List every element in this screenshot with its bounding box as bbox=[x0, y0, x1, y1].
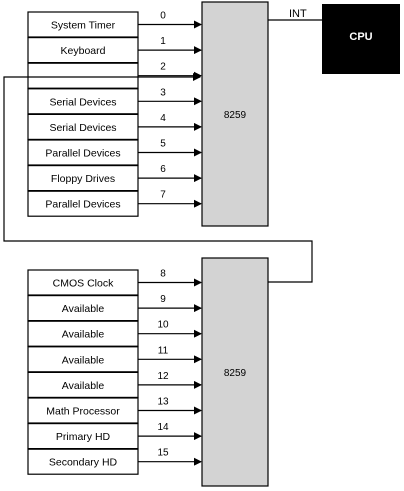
irq-number: 7 bbox=[160, 190, 166, 201]
device-box bbox=[27, 113, 139, 141]
device-box bbox=[27, 88, 139, 115]
irq-number: 10 bbox=[157, 320, 169, 331]
irq-number: 8 bbox=[160, 269, 166, 280]
device-label: Math Processor bbox=[46, 406, 120, 418]
device-box bbox=[27, 139, 139, 166]
device-label: Available bbox=[62, 329, 105, 341]
device-label: Primary HD bbox=[56, 431, 111, 443]
device-label: Parallel Devices bbox=[45, 199, 120, 211]
irq-number: 11 bbox=[158, 345, 169, 356]
irq-number: 1 bbox=[160, 36, 166, 47]
device-box bbox=[27, 397, 139, 424]
irq-number: 2 bbox=[160, 62, 166, 73]
cpu-label: CPU bbox=[349, 31, 372, 43]
device-box bbox=[27, 11, 139, 38]
slave-pic-group: CMOS Clock8Available9Available10Availabl… bbox=[27, 257, 269, 487]
pic-chip-label: 8259 bbox=[224, 110, 247, 121]
device-label: Keyboard bbox=[61, 45, 106, 57]
device-label: Available bbox=[62, 303, 105, 315]
cascade-wire bbox=[3, 73, 313, 283]
device-box bbox=[27, 269, 139, 296]
pic-chip bbox=[201, 257, 269, 487]
device-label: System Timer bbox=[51, 20, 116, 32]
device-box bbox=[27, 423, 139, 450]
irq-number: 3 bbox=[160, 87, 166, 98]
device-label: Available bbox=[62, 380, 105, 392]
irq-number: 9 bbox=[160, 294, 166, 305]
irq-number: 5 bbox=[160, 139, 166, 150]
cpu-block bbox=[322, 4, 400, 74]
irq-number: 6 bbox=[160, 164, 166, 175]
device-box bbox=[27, 371, 139, 398]
irq-number: 4 bbox=[160, 113, 166, 124]
int-label: INT bbox=[289, 8, 307, 20]
pic-chip bbox=[201, 1, 269, 227]
irq-number: 15 bbox=[157, 448, 169, 459]
device-box bbox=[27, 62, 139, 89]
device-label: Available bbox=[62, 354, 105, 366]
device-box bbox=[27, 165, 139, 192]
irq-number: 12 bbox=[157, 371, 169, 382]
device-box bbox=[27, 346, 139, 373]
device-label: Serial Devices bbox=[49, 122, 116, 134]
device-label: Parallel Devices bbox=[45, 148, 120, 160]
device-box bbox=[27, 295, 139, 322]
device-box bbox=[27, 36, 139, 64]
irq-number: 0 bbox=[160, 11, 166, 22]
irq-number: 14 bbox=[157, 422, 169, 433]
device-label: Secondary HD bbox=[49, 457, 118, 469]
irq-number: 13 bbox=[157, 397, 169, 408]
device-label: Serial Devices bbox=[49, 96, 116, 108]
device-label: CMOS Clock bbox=[53, 278, 114, 290]
pic-chip-label: 8259 bbox=[224, 368, 247, 379]
device-label: Floppy Drives bbox=[51, 173, 115, 185]
